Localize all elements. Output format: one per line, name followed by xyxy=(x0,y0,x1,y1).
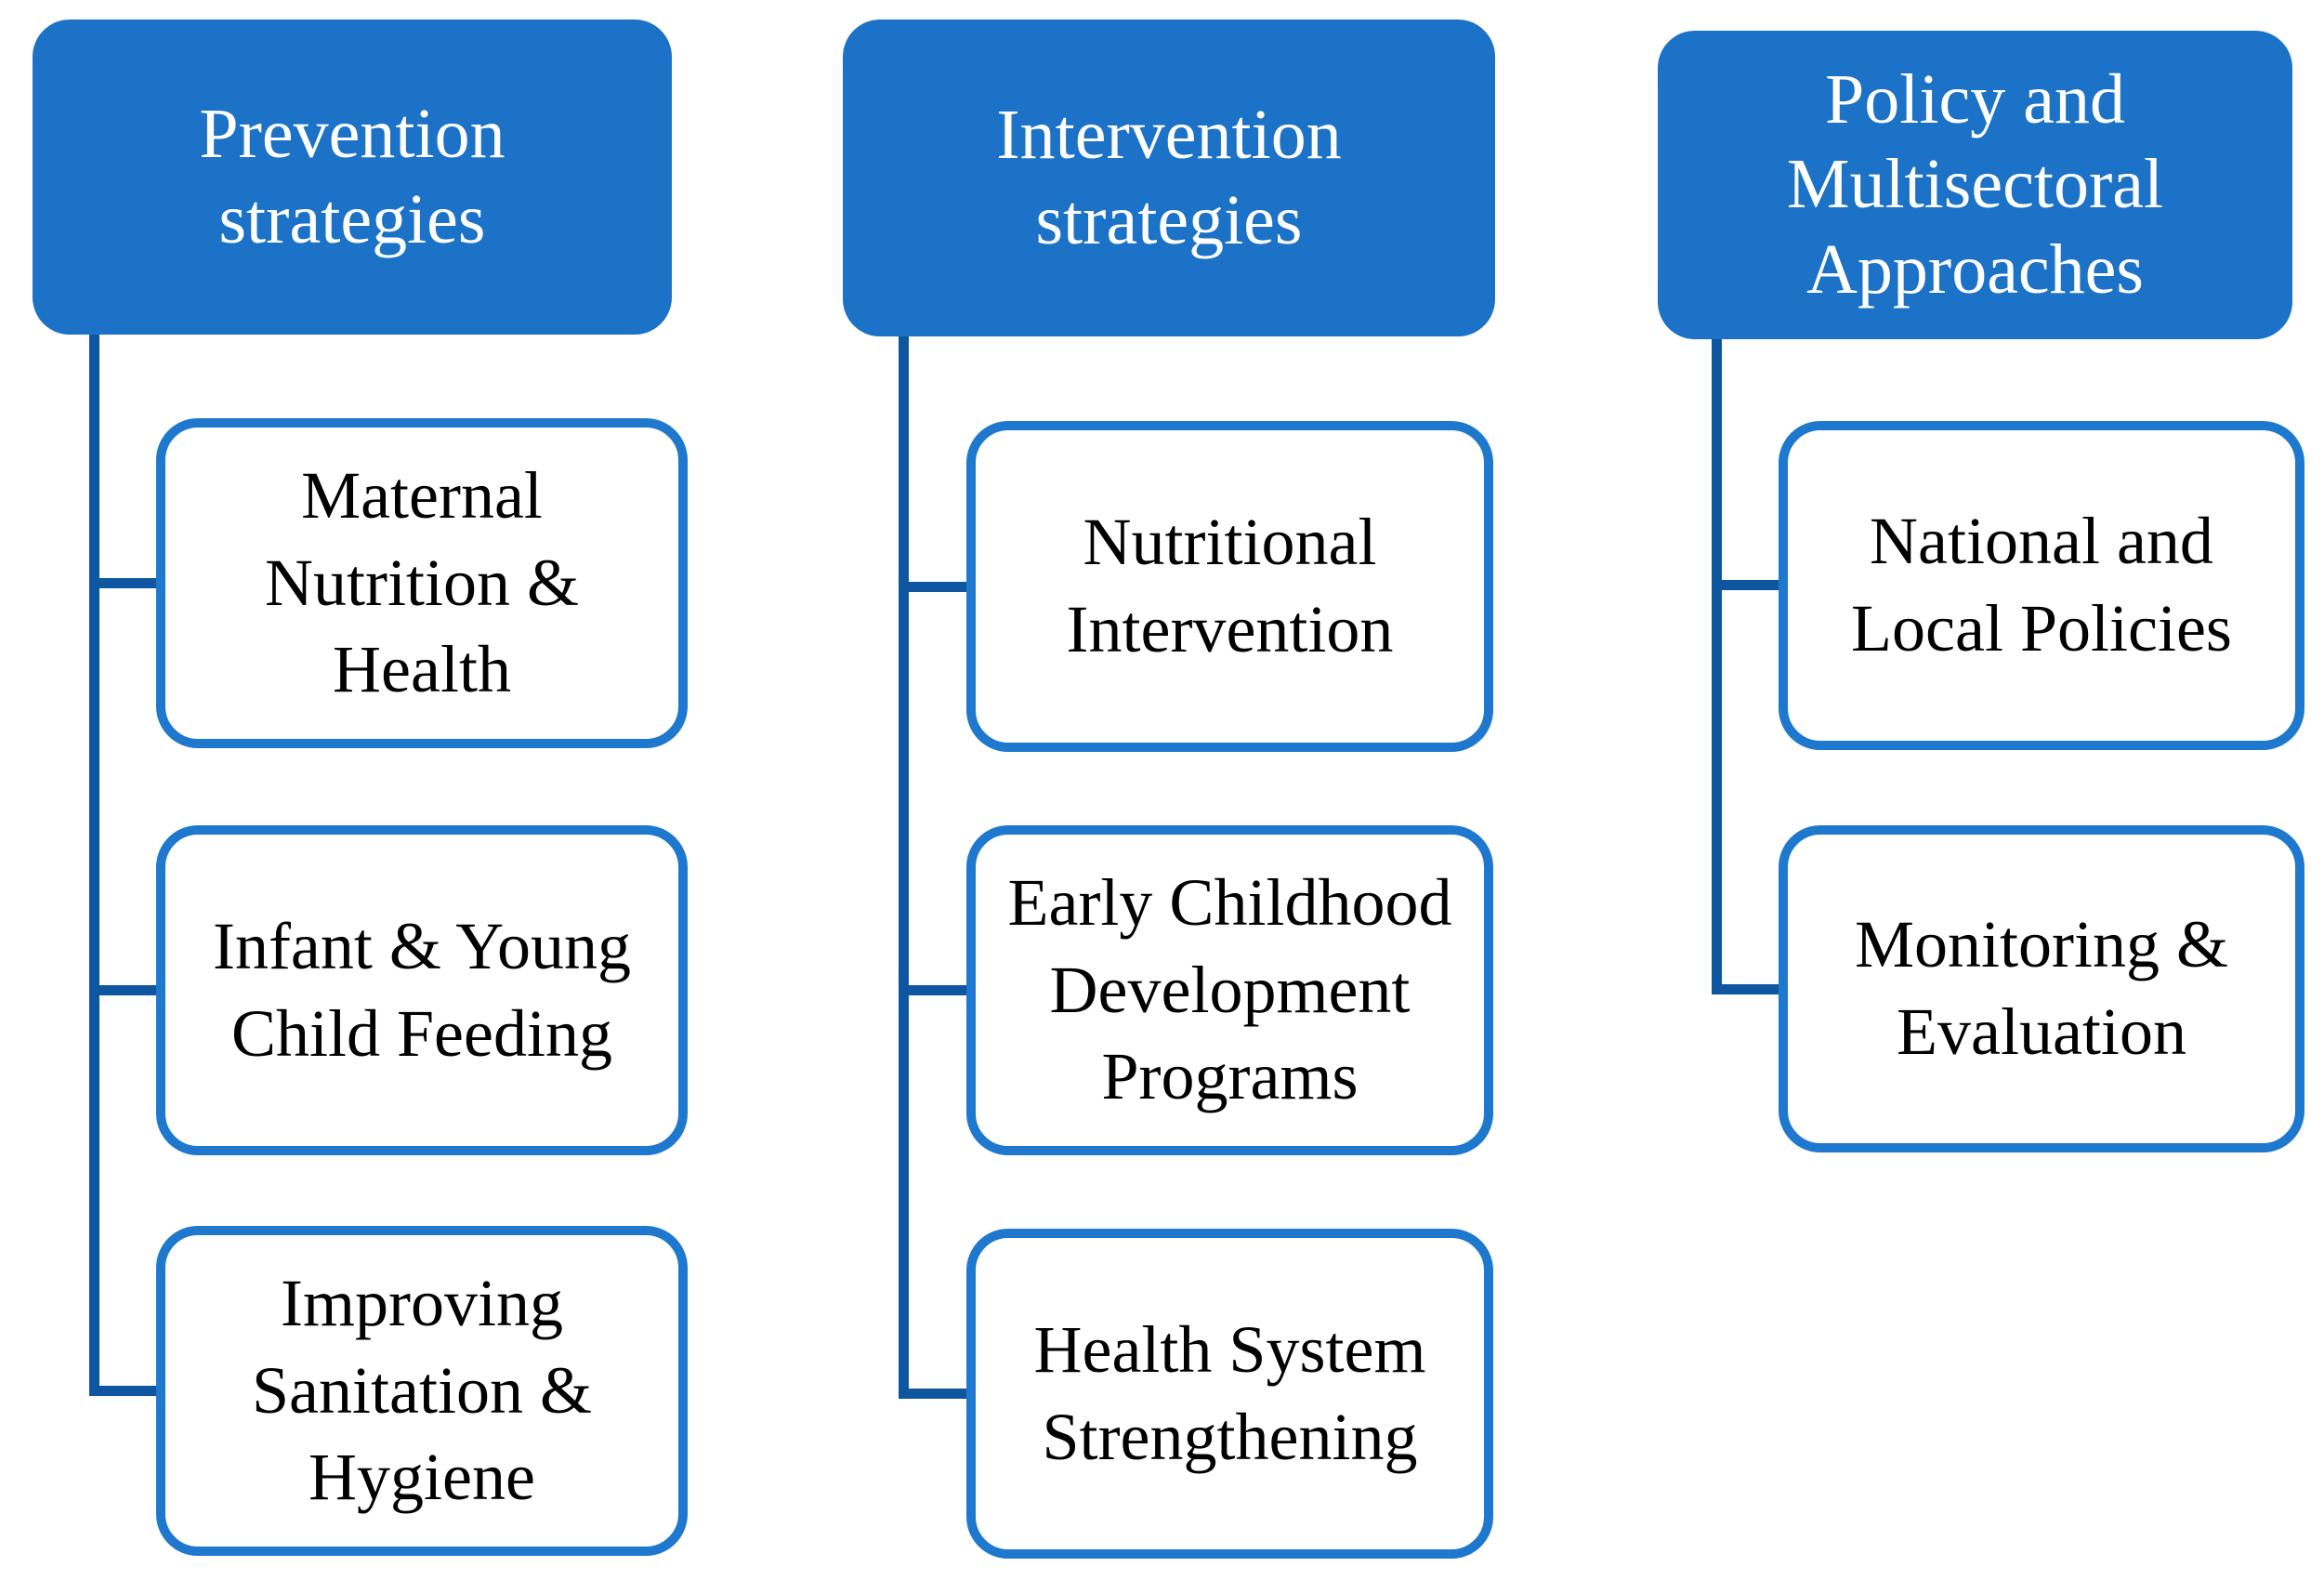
header-intervention-strategies: Intervention strategies xyxy=(843,20,1495,336)
connector-stub xyxy=(899,1389,969,1399)
connector-stub xyxy=(1712,984,1782,994)
node-national-local-policies: National and Local Policies xyxy=(1779,421,2304,750)
node-health-system-strengthening: Health System Strengthening xyxy=(966,1229,1493,1559)
node-monitoring-evaluation: Monitoring & Evaluation xyxy=(1779,825,2304,1152)
header-prevention-strategies: Prevention strategies xyxy=(33,20,672,335)
connector-stub xyxy=(1712,580,1782,590)
connector-stub xyxy=(899,985,969,995)
node-improving-sanitation-hygiene: Improving Sanitation & Hygiene xyxy=(156,1226,688,1556)
connector-stub xyxy=(89,985,160,995)
header-policy-multisectoral-approaches: Policy and Multisectoral Approaches xyxy=(1658,31,2292,339)
node-infant-young-child-feeding: Infant & Young Child Feeding xyxy=(156,825,688,1155)
connector-stub xyxy=(89,578,160,588)
connector-stub xyxy=(899,582,969,592)
node-maternal-nutrition-health: Maternal Nutrition & Health xyxy=(156,418,688,748)
connector-trunk-prevention xyxy=(89,335,99,1396)
connector-trunk-policy xyxy=(1712,339,1722,994)
node-nutritional-intervention: Nutritional Intervention xyxy=(966,421,1493,752)
node-early-childhood-development-programs: Early Childhood Development Programs xyxy=(966,825,1493,1155)
connector-stub xyxy=(89,1386,160,1396)
connector-trunk-intervention xyxy=(899,336,909,1399)
